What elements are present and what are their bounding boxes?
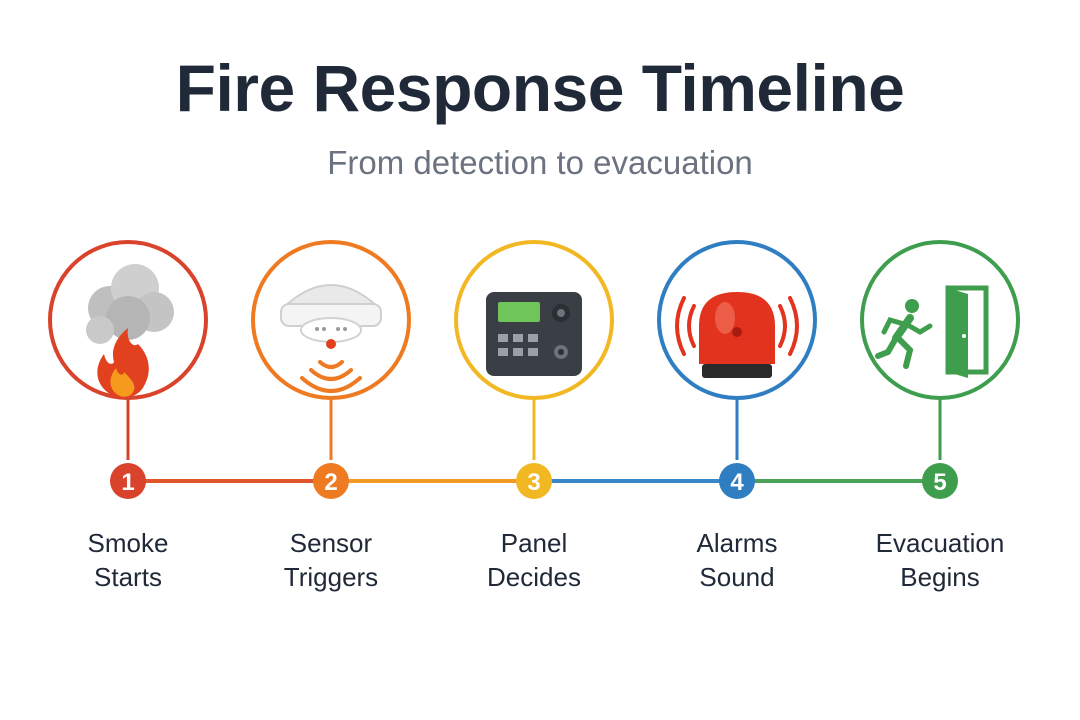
page-title: Fire Response Timeline <box>175 51 905 125</box>
step-marker-3: 3 <box>516 463 552 499</box>
smoke-detector-icon <box>280 284 382 393</box>
step-label-2: Sensor Triggers <box>231 526 431 594</box>
step-number-5: 5 <box>933 469 946 496</box>
step-label-2-line2: Triggers <box>283 562 379 592</box>
emergency-exit-icon <box>875 285 989 378</box>
step-marker-1: 1 <box>110 463 146 499</box>
step-label-1-line1: Smoke <box>87 528 169 558</box>
step-marker-5: 5 <box>922 463 958 499</box>
step-number-2: 2 <box>324 469 337 496</box>
alarm-bell-icon <box>675 292 799 378</box>
step-label-1-line2: Starts <box>94 562 162 592</box>
step-label-5-line2: Begins <box>900 562 980 592</box>
step-label-3-line1: Panel <box>500 528 568 558</box>
step-label-4: Alarms Sound <box>637 526 837 594</box>
step-number-1: 1 <box>121 469 134 496</box>
step-label-5-line1: Evacuation <box>875 528 1005 558</box>
step-label-1: Smoke Starts <box>28 526 228 594</box>
step-marker-2: 2 <box>313 463 349 499</box>
fire-smoke-icon <box>86 264 174 398</box>
step-number-3: 3 <box>527 469 540 496</box>
step-label-4-line2: Sound <box>699 562 775 592</box>
step-label-3-line2: Decides <box>487 562 581 592</box>
step-label-3: Panel Decides <box>434 526 634 594</box>
step-label-2-line1: Sensor <box>289 528 373 558</box>
step-marker-4: 4 <box>719 463 755 499</box>
step-number-4: 4 <box>730 469 744 496</box>
page-subtitle: From detection to evacuation <box>327 144 753 181</box>
step-label-4-line1: Alarms <box>696 528 778 558</box>
step-label-5: Evacuation Begins <box>840 526 1040 594</box>
control-panel-icon <box>486 292 582 376</box>
step-ring-5 <box>860 240 1020 400</box>
